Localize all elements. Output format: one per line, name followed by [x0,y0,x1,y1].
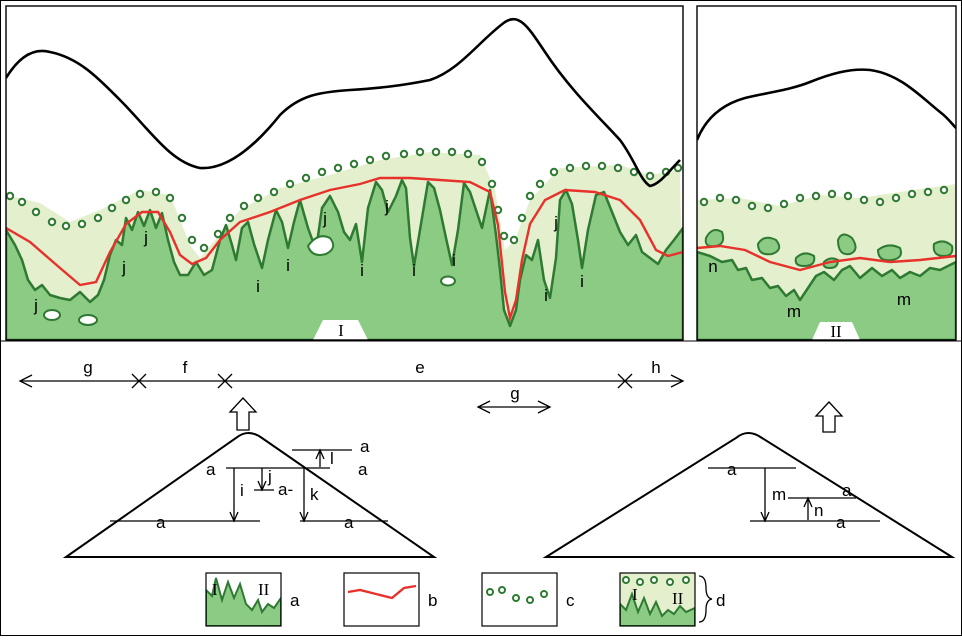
panel-right-roman: II [830,322,842,341]
label-j-3: j [143,228,148,247]
label-i-7: i [580,272,584,291]
legend-a-roman-1: I [212,580,218,599]
panel-left: I j j j j j j i i i i i i i [5,5,684,341]
panel-left-cave-entrance [313,320,368,340]
panel-right-terrain-line [697,68,956,141]
legend-d-key: d [716,591,725,610]
tri-right-a-mid: a [842,481,852,500]
legend-item-c: c [481,572,575,627]
tri-right-m: m [772,485,786,504]
tri-left-a-top: a [360,437,370,456]
tri-left-k: k [310,485,319,504]
label-i-5: i [452,251,456,270]
tri-right-n: n [814,501,823,520]
label-j-1: j [33,296,38,315]
label-m-2: m [897,290,911,309]
label-j-5: j [384,197,389,216]
panel-right-red-line [697,244,956,272]
tri-left-i: i [240,481,244,500]
zone-label-e: e [415,358,424,377]
legend-b-key: b [428,591,437,610]
panel-right-cave-entrance [812,322,860,340]
tri-right-a-top: a [727,460,737,479]
panel-right-soil-dots [699,185,949,213]
label-i-6: i [544,286,548,305]
label-i-4: i [412,261,416,280]
panel-left-red-line [6,176,683,323]
panel-right: II n m m [696,5,957,341]
tri-right-a-bottom: a [836,513,846,532]
tri-left-a-bottom-right: a [344,513,354,532]
legend-d-brace [698,575,713,623]
tri-left-j: j [267,467,272,486]
panel-left-frame [5,5,684,341]
zone-label-g-left: g [83,358,92,377]
legend-c-key: c [566,591,575,610]
panel-right-blobs [704,229,954,270]
zone-label-g-mid: g [510,384,519,403]
up-arrow-left [228,397,258,431]
tri-left-a-upper-right: a [358,460,368,479]
label-m-1: m [787,302,801,321]
triangle-right [542,432,956,558]
panel-left-labels: j j j j j j i i i i i i i [33,197,584,315]
panel-left-cavities [43,235,456,326]
legend: I II a b c [205,572,725,627]
panel-left-terrain-line [6,17,681,188]
legend-a-key: a [290,591,300,610]
legend-item-d: I II d [619,572,725,627]
label-i-1: i [256,277,260,296]
up-arrow-right [814,401,844,433]
triangle-left-lines [110,448,388,523]
zone-label-h: h [651,358,660,377]
triangle-left [62,432,438,558]
zone-label-f: f [183,358,188,377]
label-i-2: i [286,256,290,275]
label-j-2: j [121,258,126,277]
zone-arrows [18,373,685,414]
panel-right-green-rock [697,250,956,340]
legend-item-b: b [343,572,437,627]
panel-left-roman: I [338,321,344,340]
triangle-left-labels: a a a a- a a l j i k [156,437,370,532]
panel-left-soil-dots [6,147,683,253]
label-n: n [708,257,717,276]
legend-d-roman-2: II [672,589,684,608]
triangle-right-lines [708,467,880,523]
legend-d-roman-1: I [632,585,638,604]
tri-left-a-bottom-left: a [156,513,166,532]
legend-item-a: I II a [205,572,300,627]
panel-right-labels: n m m [708,257,911,321]
label-j-6: j [553,213,558,232]
tri-left-a-inner: a- [278,480,293,499]
tri-left-a-left: a [206,460,216,479]
triangle-right-labels: a a a m n [727,460,852,532]
label-i-3: i [360,261,364,280]
tri-left-l: l [330,449,334,468]
label-j-4: j [322,209,327,228]
legend-a-roman-2: II [258,580,270,599]
panel-right-frame [696,5,957,341]
